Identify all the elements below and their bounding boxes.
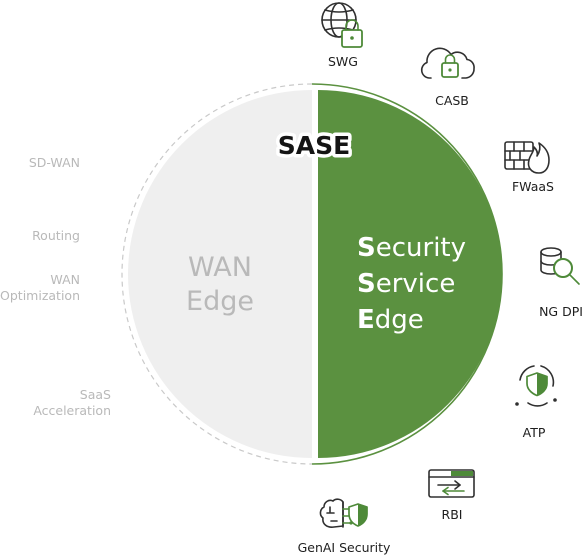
sse-half bbox=[318, 90, 502, 458]
brain-shield-icon bbox=[319, 498, 368, 528]
sase-title: SASE bbox=[278, 131, 350, 160]
service-label-genai-security: GenAI Security bbox=[298, 540, 391, 555]
database-search-icon bbox=[540, 247, 580, 285]
firewall-flame-icon bbox=[504, 141, 550, 174]
wan-feature-saas-acceleration-line1: SaaS bbox=[80, 387, 111, 402]
service-label-atp: ATP bbox=[523, 425, 546, 440]
sse-initial-s2: S bbox=[357, 269, 376, 299]
service-atp: ATP bbox=[515, 365, 557, 440]
service-label-swg: SWG bbox=[328, 54, 358, 69]
sse-initial-s1: S bbox=[357, 233, 376, 263]
service-label-casb: CASB bbox=[435, 93, 469, 108]
service-rbi: RBI bbox=[428, 469, 475, 522]
wan-feature-wan-optimization-line1: WAN bbox=[50, 272, 80, 287]
cloud-lock-icon bbox=[420, 47, 475, 79]
service-genai-security: GenAI Security bbox=[298, 498, 391, 555]
wan-feature-saas-acceleration-line2: Acceleration bbox=[33, 403, 111, 418]
browser-arrows-icon bbox=[428, 469, 475, 498]
wan-edge-label-line1: WAN bbox=[188, 252, 252, 283]
wan-edge-half bbox=[128, 90, 312, 458]
service-ng-dpi: NG DPI bbox=[539, 247, 583, 319]
wan-feature-wan-optimization-line2: Optimization bbox=[0, 288, 80, 303]
service-label-fwaas: FWaaS bbox=[512, 179, 554, 194]
sse-rest-2: ervice bbox=[376, 269, 456, 299]
service-fwaas: FWaaS bbox=[504, 141, 554, 194]
sse-initial-e: E bbox=[357, 305, 375, 335]
sase-title-fill: SASE bbox=[278, 131, 350, 160]
sse-label-line3: Edge bbox=[357, 305, 424, 335]
wan-feature-sd-wan: SD-WAN bbox=[29, 155, 80, 170]
service-label-ng-dpi: NG DPI bbox=[539, 304, 583, 319]
sse-label-line2: Service bbox=[357, 269, 455, 299]
service-label-rbi: RBI bbox=[442, 507, 463, 522]
service-casb: CASB bbox=[420, 47, 475, 108]
globe-lock-icon bbox=[321, 2, 363, 48]
shield-radar-icon bbox=[515, 365, 557, 407]
sse-label-line1: Security bbox=[357, 233, 466, 263]
wan-edge-label-line2: Edge bbox=[186, 286, 254, 317]
wan-outer-ring bbox=[121, 83, 313, 465]
sse-rest-1: ecurity bbox=[376, 233, 466, 263]
wan-feature-routing: Routing bbox=[32, 228, 80, 243]
sse-rest-3: dge bbox=[375, 305, 424, 335]
service-swg: SWG bbox=[321, 2, 363, 69]
